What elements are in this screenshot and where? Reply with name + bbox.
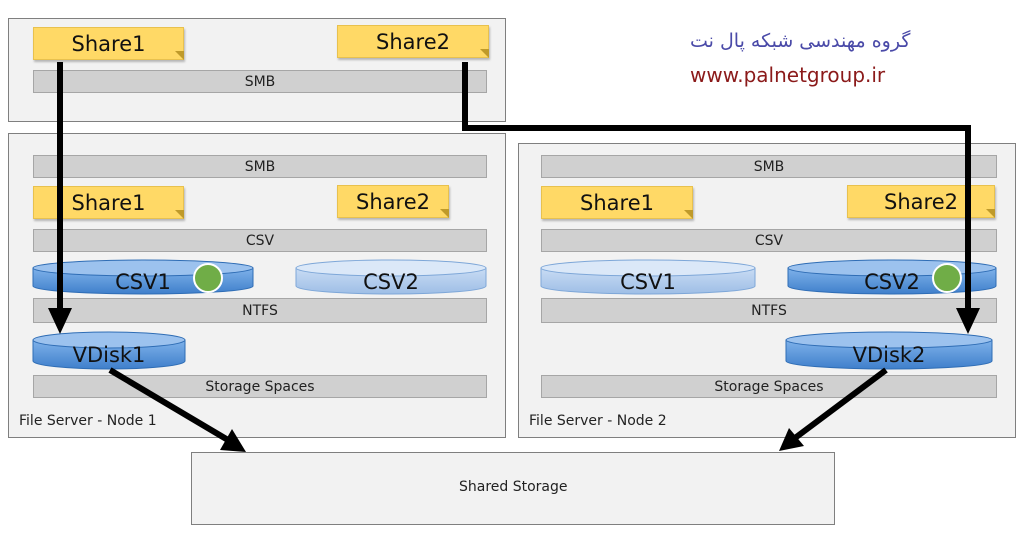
- brand-url: www.palnetgroup.ir: [690, 63, 886, 87]
- vdisk1-to-storage-line: [108, 367, 230, 443]
- share2-path-line: [462, 62, 971, 310]
- node1-label: File Server - Node 1: [19, 413, 157, 429]
- share1-path-arrowhead: [48, 308, 72, 334]
- node1-share2-note: Share2: [337, 185, 449, 218]
- node1-csv2-label: CSV2: [363, 270, 419, 294]
- node2-ntfs-bar: NTFS: [541, 298, 997, 323]
- node1-csv-bar: CSV: [33, 229, 487, 252]
- client-share2-note: Share2: [337, 25, 489, 58]
- node1-csv1-disk: CSV1: [32, 259, 254, 295]
- node2-vdisk2-label: VDisk2: [853, 343, 926, 367]
- client-share1-note: Share1: [33, 27, 184, 60]
- vdisk2-to-storage-arrowhead: [779, 428, 804, 451]
- node2-csv-bar: CSV: [541, 229, 997, 252]
- node2-csv2-disk: CSV2: [787, 259, 997, 295]
- vdisk1-to-storage-arrowhead: [220, 429, 246, 452]
- node1-csv2-disk: CSV2: [295, 259, 487, 295]
- node2-csv2-label: CSV2: [864, 270, 920, 294]
- node2-smb-bar: SMB: [541, 155, 997, 178]
- node2-csv1-label: CSV1: [620, 270, 676, 294]
- shared-storage-label: Shared Storage: [459, 479, 568, 495]
- node1-ntfs-bar: NTFS: [33, 298, 487, 323]
- node1-csv1-label: CSV1: [115, 270, 171, 294]
- brand-persian-text: گروه مهندسی شبکه پال نت: [690, 30, 911, 52]
- node1-csv1-owner-dot: [193, 263, 223, 293]
- node1-vdisk1-label: VDisk1: [73, 343, 146, 367]
- vdisk2-to-storage-line: [793, 367, 888, 441]
- shared-storage-panel: [191, 452, 835, 525]
- node2-csv2-owner-dot: [932, 263, 962, 293]
- node2-share1-note: Share1: [541, 186, 693, 219]
- share2-path-arrowhead: [956, 308, 980, 334]
- client-smb-bar: SMB: [33, 70, 487, 93]
- node2-label: File Server - Node 2: [529, 413, 667, 429]
- node2-csv1-disk: CSV1: [540, 259, 756, 295]
- node2-storage-spaces-bar: Storage Spaces: [541, 375, 997, 398]
- node1-vdisk1-disk: VDisk1: [32, 331, 186, 370]
- node2-vdisk2-disk: VDisk2: [785, 331, 993, 370]
- node1-smb-bar: SMB: [33, 155, 487, 178]
